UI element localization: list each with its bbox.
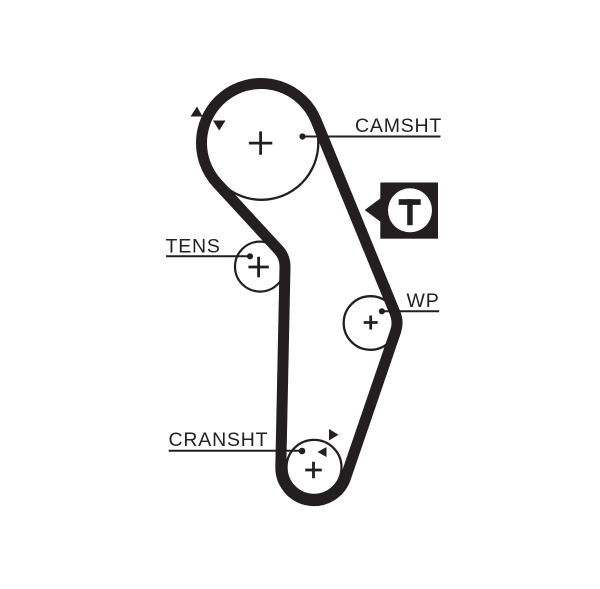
svg-text:WP: WP [407, 290, 440, 312]
svg-text:CRANSHT: CRANSHT [169, 429, 269, 451]
svg-text:TENS: TENS [166, 236, 221, 258]
svg-text:CAMSHT: CAMSHT [355, 115, 442, 137]
